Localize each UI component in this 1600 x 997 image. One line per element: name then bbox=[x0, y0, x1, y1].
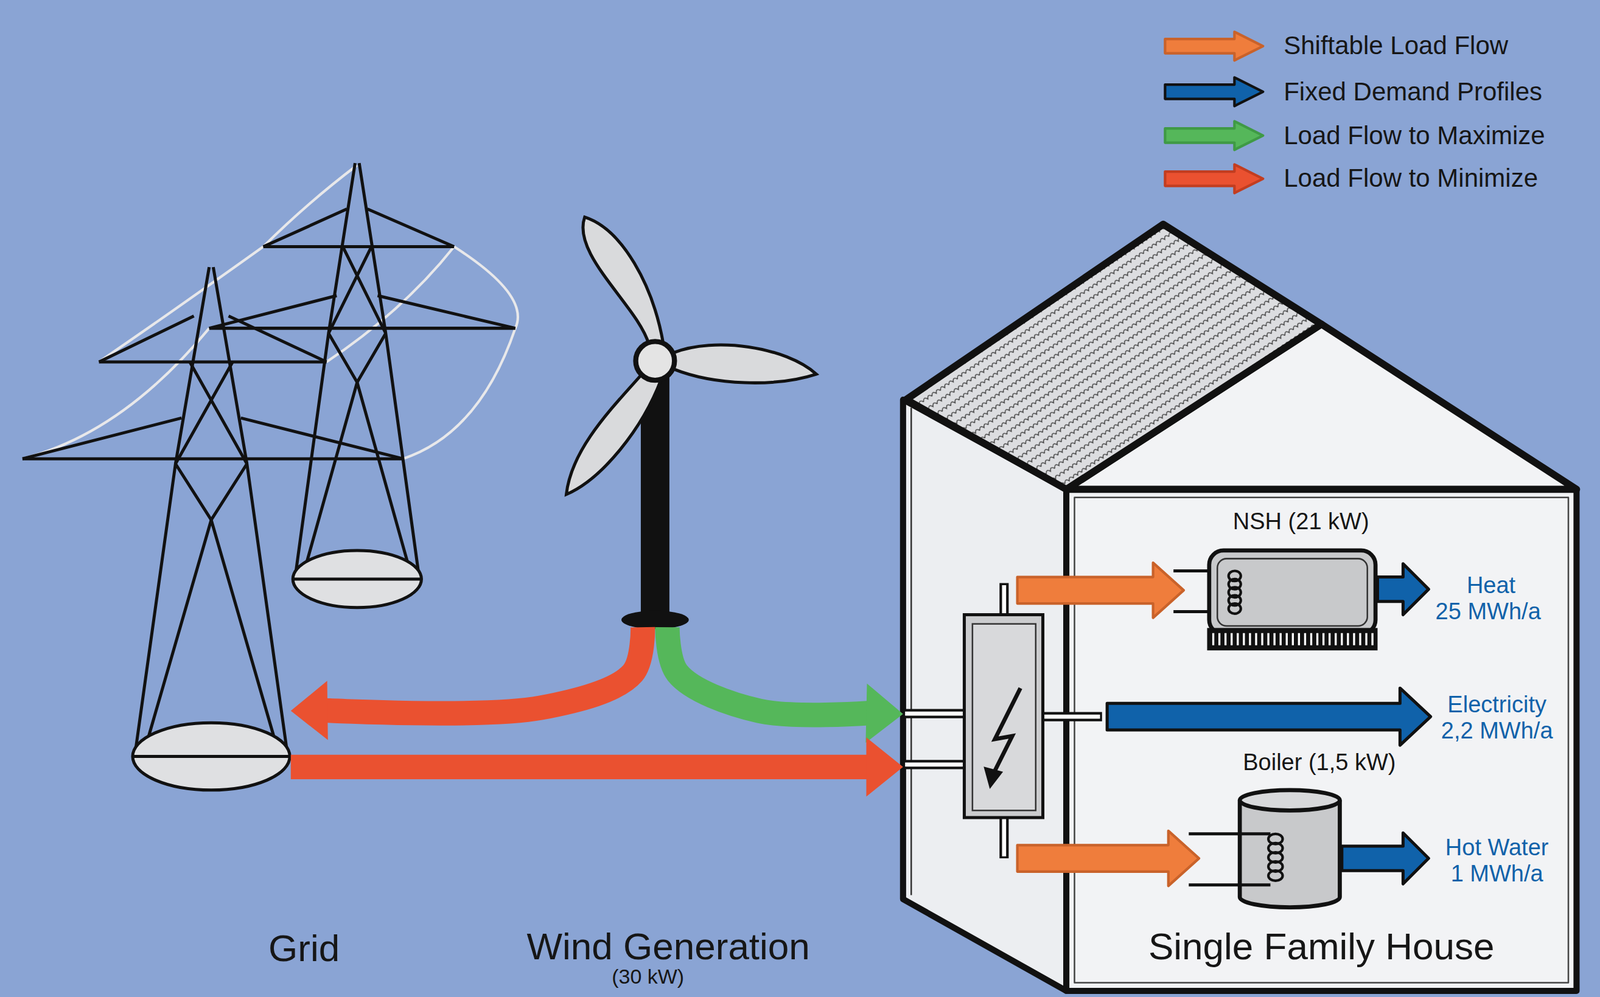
wind-turbine-part bbox=[566, 373, 662, 495]
flow-connector bbox=[667, 627, 904, 744]
legend-row: Load Flow to Minimize bbox=[1163, 161, 1538, 196]
power-lines-part bbox=[402, 328, 515, 460]
flow-connector bbox=[290, 737, 904, 797]
house-outline-part bbox=[903, 399, 1067, 992]
flow-body bbox=[326, 627, 643, 714]
pylon-front-part bbox=[175, 464, 247, 521]
flow-arrowhead bbox=[865, 684, 903, 744]
shiftable-arrows-part bbox=[1017, 562, 1184, 618]
power-lines bbox=[22, 164, 518, 459]
legend-swatch bbox=[1163, 75, 1266, 109]
pylon-front-part bbox=[132, 723, 290, 791]
legend-arrow bbox=[1165, 77, 1264, 106]
flow-body bbox=[667, 627, 868, 716]
storage-heater-part-part bbox=[1228, 603, 1241, 615]
pylon-front-part bbox=[213, 267, 288, 757]
pylon-front-part bbox=[175, 362, 247, 465]
demand-label: Heat 25 MWh/a bbox=[1435, 573, 1545, 626]
meter-box-part bbox=[992, 688, 1021, 778]
node-label: Boiler (1,5 kW) bbox=[1242, 749, 1396, 777]
wind-turbine-part bbox=[583, 217, 664, 345]
boiler-tank-part-part bbox=[1268, 870, 1283, 882]
boiler-node: Boiler (1,5 kW) bbox=[1236, 788, 1344, 912]
pylon-front-part bbox=[132, 755, 290, 759]
pylon-back-part bbox=[359, 163, 420, 580]
legend-swatch bbox=[1163, 162, 1266, 196]
wires-part bbox=[903, 583, 1103, 859]
node-sublabel: (30 kW) bbox=[611, 965, 685, 990]
demand-label: Hot Water 1 MWh/a bbox=[1440, 835, 1554, 888]
boiler-tank-part bbox=[1239, 790, 1340, 812]
demand-label: Electricity 2,2 MWh/a bbox=[1433, 692, 1561, 745]
wind-turbine-part bbox=[621, 611, 689, 630]
legend-text: Shiftable Load Flow bbox=[1283, 31, 1509, 61]
pylon-back-part bbox=[295, 163, 356, 580]
pylon-back-part bbox=[209, 209, 516, 329]
wires bbox=[903, 583, 1103, 859]
storage-heater-part bbox=[1209, 550, 1376, 635]
storage-heater-part bbox=[1212, 633, 1374, 646]
node-label: Grid bbox=[268, 927, 340, 971]
pylon-back bbox=[209, 163, 516, 608]
meter-box-part bbox=[972, 624, 1036, 812]
storage-heater-part bbox=[1228, 570, 1241, 614]
flow-body bbox=[290, 755, 868, 780]
demand-arrows-part bbox=[1107, 688, 1431, 746]
legend-text: Load Flow to Minimize bbox=[1283, 163, 1538, 193]
power-lines-part bbox=[326, 247, 455, 363]
flow-connector bbox=[290, 627, 643, 741]
legend-swatch bbox=[1163, 119, 1266, 153]
wires-part bbox=[904, 585, 1100, 857]
house-outline-part bbox=[906, 224, 1322, 490]
wind-turbine-part bbox=[673, 345, 817, 383]
legend-text: Load Flow to Maximize bbox=[1283, 121, 1546, 151]
pylon-node: Grid bbox=[132, 265, 291, 795]
pylon-back-part bbox=[328, 333, 386, 383]
legend-row: Fixed Demand Profiles bbox=[1163, 74, 1543, 109]
pylon-back-part bbox=[292, 550, 422, 608]
demand-arrows-part bbox=[1341, 833, 1429, 885]
wind-turbine bbox=[566, 217, 817, 630]
meter-box bbox=[964, 615, 1043, 818]
node-label: Single Family House bbox=[1148, 925, 1495, 969]
legend-swatch bbox=[1163, 29, 1266, 63]
house-outline-part bbox=[1066, 489, 1577, 992]
shiftable-arrows-part bbox=[1017, 831, 1199, 887]
legend-row: Shiftable Load Flow bbox=[1163, 28, 1509, 64]
house-outline-part bbox=[1074, 497, 1569, 984]
flow-arrowhead bbox=[866, 737, 903, 797]
meter-box-part bbox=[983, 766, 1003, 790]
house-outline-part bbox=[910, 407, 913, 896]
pylon-back-part bbox=[328, 247, 386, 334]
demand-arrows-part bbox=[1377, 564, 1429, 616]
legend-arrow bbox=[1165, 31, 1264, 61]
meter-box-part bbox=[964, 615, 1043, 818]
storage-heater-part bbox=[1206, 628, 1378, 651]
node-label: NSH (21 kW) bbox=[1233, 509, 1370, 537]
boiler-tank-part bbox=[1188, 834, 1271, 886]
pylon-front-part bbox=[143, 520, 280, 758]
power-lines-part bbox=[99, 247, 264, 363]
legend-text: Fixed Demand Profiles bbox=[1283, 77, 1543, 107]
house-outline bbox=[903, 224, 1577, 992]
pylon-front-part bbox=[22, 316, 403, 460]
turbine-node: Wind Generation(30 kW) bbox=[550, 209, 759, 628]
flow-arrowhead bbox=[290, 681, 329, 741]
storage-heater-part bbox=[1217, 558, 1367, 627]
wind-turbine-part bbox=[635, 341, 675, 381]
legend-arrow bbox=[1165, 164, 1264, 193]
pylon-back-part bbox=[292, 577, 422, 581]
boiler-tank-part bbox=[1239, 800, 1340, 909]
storage-heater bbox=[1173, 550, 1378, 651]
legend-arrow bbox=[1165, 121, 1264, 151]
boiler-tank-part bbox=[1268, 834, 1283, 882]
node-label: Wind Generation bbox=[527, 925, 811, 969]
legend-row: Load Flow to Maximize bbox=[1163, 118, 1545, 153]
boiler-tank bbox=[1188, 790, 1340, 909]
heater-node: NSH (21 kW) bbox=[1206, 548, 1381, 654]
